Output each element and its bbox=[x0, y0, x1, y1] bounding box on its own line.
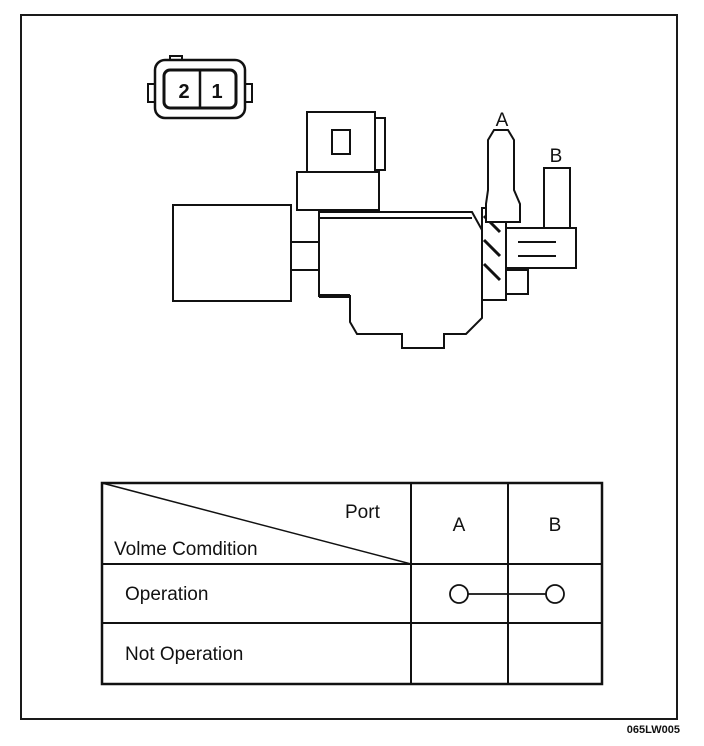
header-condition: Volme Comdition bbox=[114, 539, 258, 560]
continuity-table bbox=[100, 481, 604, 686]
connector bbox=[147, 55, 253, 120]
row-operation: Operation bbox=[125, 584, 208, 605]
continuity-circle-a bbox=[449, 584, 469, 604]
connector-pin-1: 1 bbox=[211, 81, 222, 103]
port-b-label: B bbox=[550, 146, 563, 167]
figure-code: 065LW005 bbox=[626, 724, 680, 736]
column-b-label: B bbox=[549, 515, 562, 536]
continuity-marks bbox=[449, 584, 565, 604]
valve-drawing bbox=[172, 111, 577, 349]
header-port: Port bbox=[345, 502, 381, 523]
connector-pin-2: 2 bbox=[178, 81, 189, 103]
diagram-frame bbox=[20, 14, 678, 720]
column-a-label: A bbox=[453, 515, 466, 536]
row-not-operation: Not Operation bbox=[125, 644, 243, 665]
continuity-circle-b bbox=[545, 584, 565, 604]
port-a-label: A bbox=[496, 110, 509, 131]
